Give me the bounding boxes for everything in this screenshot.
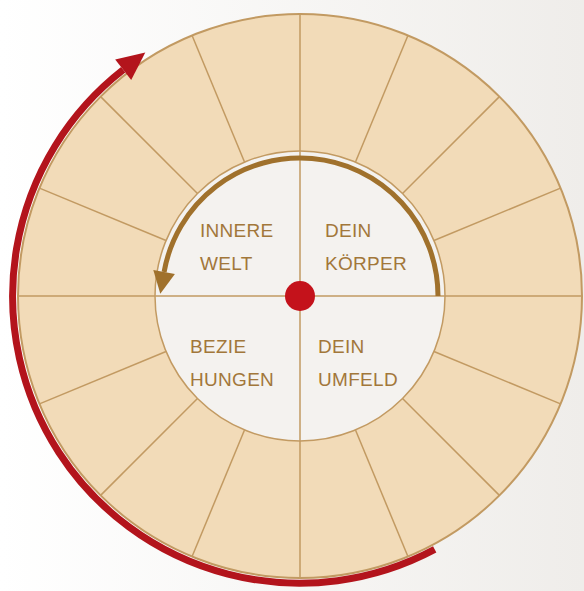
center-dot [285, 281, 315, 311]
ring-dividers [18, 14, 582, 578]
quadrant-segment: INNERE WELT [200, 214, 296, 280]
quadrant-segment: BEZIE HUNGEN [190, 330, 286, 396]
inner-arrowhead [153, 270, 175, 294]
outer-cycle-arrow [13, 70, 435, 583]
outer-ring [18, 14, 582, 578]
inner-circle [155, 151, 445, 441]
quadrant-label: DEIN UMFELD [318, 330, 414, 396]
quadrant-label: DEIN KÖRPER [325, 214, 421, 280]
inner-cycle-arrow [164, 158, 438, 296]
quadrant-label: BEZIE HUNGEN [190, 330, 286, 396]
quadrant-label: INNERE WELT [200, 214, 296, 280]
outer-arrowhead [115, 53, 145, 80]
quadrant-segment: DEIN UMFELD [318, 330, 414, 396]
quadrant-segment: DEIN KÖRPER [325, 214, 421, 280]
